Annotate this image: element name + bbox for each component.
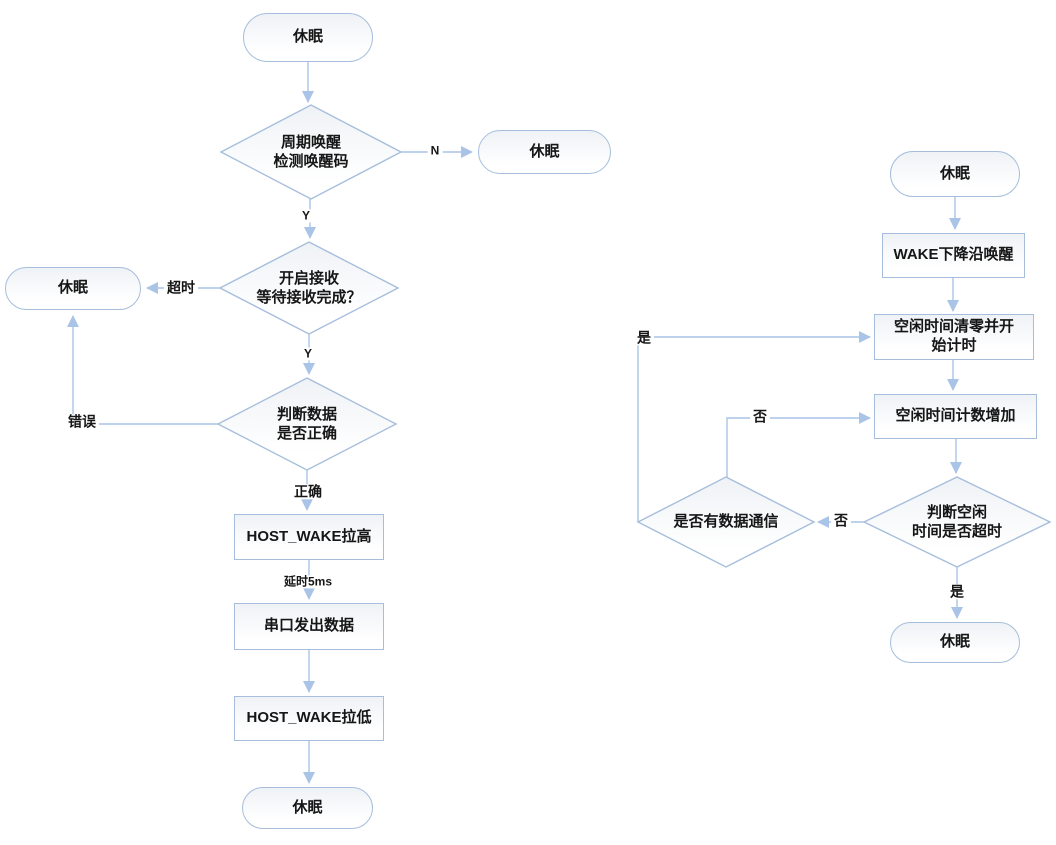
edge-label-delay-5ms: 延时5ms	[280, 575, 336, 589]
process-host-wake-low: HOST_WAKE拉低	[234, 696, 384, 741]
edge-label-idle-timeout-yes: 是	[947, 583, 967, 600]
edge-label-wake-check-no: N	[427, 144, 443, 158]
edge-label-wake-check-yes: Y	[298, 209, 314, 223]
edge-label-data-comm-no: 否	[750, 408, 770, 425]
edge-label-data-correct: 正确	[291, 483, 325, 500]
process-wake-falling-edge: WAKE下降沿唤醒	[882, 233, 1025, 278]
edge-label-data-error: 错误	[65, 413, 99, 430]
edge-label-idle-timeout-no: 否	[831, 512, 851, 529]
terminator-sleep-after-no: 休眠	[478, 130, 611, 174]
process-idle-clear: 空闲时间清零并开 始计时	[874, 314, 1034, 360]
process-serial-send: 串口发出数据	[234, 603, 384, 650]
terminator-left-start: 休眠	[243, 13, 373, 62]
decision-data-check-shape	[216, 377, 398, 471]
terminator-right-end: 休眠	[890, 622, 1020, 663]
process-idle-count: 空闲时间计数增加	[874, 394, 1037, 439]
terminator-right-start: 休眠	[890, 151, 1020, 197]
edge-label-receive-yes: Y	[300, 347, 316, 361]
edge-data-comm-no-loop	[726, 412, 871, 477]
terminator-sleep-after-timeout: 休眠	[5, 267, 141, 310]
decision-wake-check-shape	[219, 104, 403, 200]
edge-data-error-loop	[67, 315, 218, 425]
decision-receive-shape	[218, 241, 400, 335]
process-host-wake-high: HOST_WAKE拉高	[234, 514, 384, 560]
decision-data-comm-shape	[636, 476, 816, 568]
terminator-left-end: 休眠	[242, 787, 373, 829]
decision-idle-timeout-shape	[862, 476, 1052, 568]
edge-label-receive-timeout: 超时	[164, 279, 198, 296]
edge-label-data-comm-yes: 是	[634, 329, 654, 346]
